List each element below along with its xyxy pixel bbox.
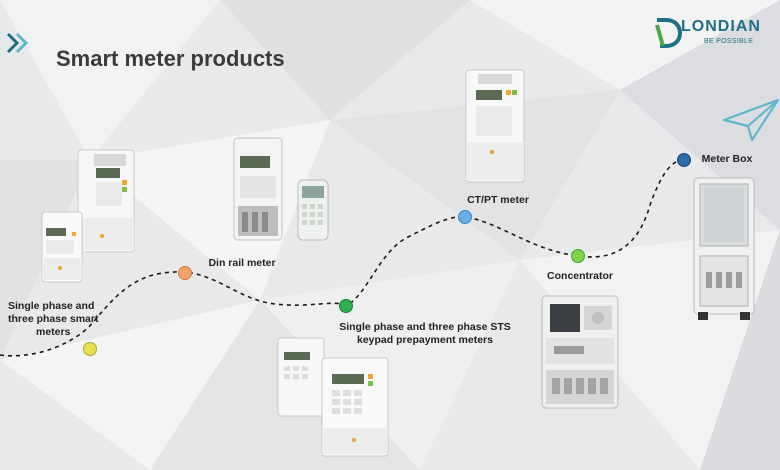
route-line [0, 159, 685, 357]
din-rail-meter-image [233, 137, 329, 241]
sts-keypad-meter-image [277, 337, 389, 457]
concentrator-image [541, 295, 619, 409]
product-label-din-rail-meter: Din rail meter [208, 257, 276, 269]
product-label-meter-box: Meter Box [701, 153, 753, 165]
meter-box-image [693, 177, 755, 320]
route-marker-din-rail [178, 266, 192, 280]
product-label-sts-keypad: Single phase and three phase STS keypad … [339, 321, 511, 346]
londian-logo-icon [655, 18, 682, 48]
route-marker-sts-keypad [339, 299, 353, 313]
brand-name: LONDIAN [681, 18, 761, 35]
paper-plane-icon [722, 98, 780, 142]
page-title: Smart meter products [56, 46, 285, 71]
route-marker-smart-meters [83, 342, 97, 356]
product-label-ct-pt-meter: CT/PT meter [467, 194, 529, 206]
ct-pt-meter-image [465, 69, 525, 183]
route-marker-meter-box [677, 153, 691, 167]
product-label-concentrator: Concentrator [547, 270, 613, 282]
route-marker-ct-pt [458, 210, 472, 224]
product-label-smart-meters: Single phase and three phase smart meter… [8, 300, 99, 338]
route-marker-concentrator [571, 249, 585, 263]
chevron-double-right-icon [6, 32, 29, 54]
smart-meter-image [41, 149, 135, 283]
brand-logo: LONDIAN BE POSSIBLE [654, 16, 778, 50]
brand-tagline: BE POSSIBLE [704, 38, 754, 45]
